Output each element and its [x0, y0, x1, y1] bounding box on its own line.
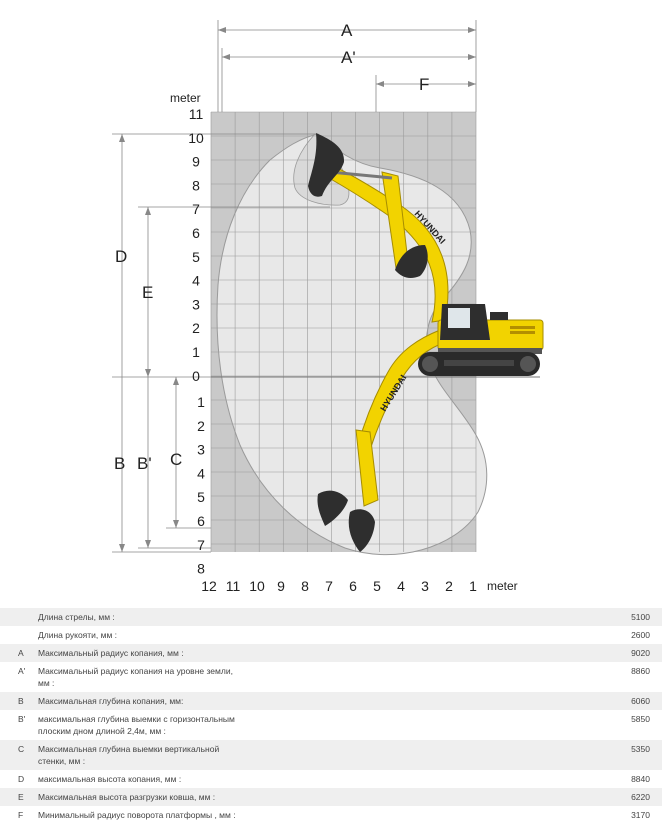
spec-value: 5100 — [631, 612, 650, 622]
spec-row: C Максимальная глубина выемки вертикально… — [0, 740, 662, 770]
dim-label-b-prime: B' — [137, 454, 152, 473]
spec-value: 5350 — [631, 744, 650, 754]
dim-label-b: B — [114, 454, 125, 473]
x-axis-unit: meter — [487, 579, 518, 593]
spec-row: A' Максимальный радиус копания на уровне … — [0, 662, 662, 692]
y-tick-label: 9 — [192, 154, 200, 170]
y-axis-unit: meter — [170, 91, 201, 105]
y-tick-label: 2 — [192, 320, 200, 336]
x-tick-label: 12 — [201, 578, 217, 594]
y-tick-label: 3 — [192, 296, 200, 312]
spec-name: Максимальный радиус копания на уровне зе… — [38, 666, 233, 688]
spec-code: A' — [18, 666, 26, 676]
spec-row: B' максимальная глубина выемки с горизонт… — [0, 710, 662, 740]
spec-value: 2600 — [631, 630, 650, 640]
spec-row: E Максимальная высота разгрузки ковша, мм… — [0, 788, 662, 806]
spec-code: F — [18, 810, 24, 820]
dim-label-e: E — [142, 283, 153, 302]
spec-name: Длина стрелы, мм : — [38, 612, 115, 622]
spec-row: F Минимальный радиус поворота платформы ,… — [0, 806, 662, 824]
x-tick-label: 10 — [249, 578, 265, 594]
y-tick-label: 10 — [188, 130, 204, 146]
raised-arm: HYUNDAI — [308, 133, 449, 323]
x-tick-label: 5 — [373, 578, 381, 594]
y-tick-label: 4 — [192, 273, 200, 289]
dimension-lines — [112, 20, 477, 553]
grid-lines — [210, 111, 477, 552]
dim-label-c: C — [170, 450, 182, 469]
spec-name: Минимальный радиус поворота платформы , … — [38, 810, 236, 820]
x-tick-label: 8 — [301, 578, 309, 594]
x-tick-label: 1 — [469, 578, 477, 594]
spec-row: A Максимальный радиус копания, мм : 9020 — [0, 644, 662, 662]
excavator-body — [418, 304, 544, 376]
y-tick-label: 5 — [197, 489, 205, 505]
dim-label-f: F — [419, 75, 429, 94]
x-tick-label: 3 — [421, 578, 429, 594]
y-tick-label: 7 — [197, 537, 205, 553]
dim-label-a-prime: A' — [341, 48, 356, 67]
spec-value: 3170 — [631, 810, 650, 820]
x-tick-label: 9 — [277, 578, 285, 594]
y-tick-label: 5 — [192, 249, 200, 265]
y-tick-label: 7 — [192, 201, 200, 217]
y-tick-label: 0 — [192, 368, 200, 384]
y-tick-label: 11 — [189, 106, 204, 122]
spec-name: максимальная высота копания, мм : — [38, 774, 182, 784]
y-tick-label: 4 — [197, 465, 205, 481]
spec-row: Длина стрелы, мм : 5100 — [0, 608, 662, 626]
spec-code: B — [18, 696, 24, 706]
spec-code: B' — [18, 714, 26, 724]
y-tick-label: 1 — [192, 344, 200, 360]
spec-name: Длина рукояти, мм : — [38, 630, 118, 640]
spec-code: A — [18, 648, 24, 658]
spec-value: 6060 — [631, 696, 650, 706]
x-tick-label: 11 — [226, 578, 241, 594]
y-tick-label: 6 — [192, 225, 200, 241]
y-tick-label: 8 — [192, 177, 200, 193]
spec-value: 5850 — [631, 714, 650, 724]
spec-code: E — [18, 792, 24, 802]
dimension-arrows — [119, 27, 476, 552]
x-tick-label: 7 — [325, 578, 333, 594]
y-tick-label: 2 — [197, 418, 205, 434]
spec-name: Максимальная высота разгрузки ковша, мм … — [38, 792, 216, 802]
spec-value: 9020 — [631, 648, 650, 658]
spec-name: Максимальная глубина копания, мм: — [38, 696, 184, 706]
spec-code: D — [18, 774, 25, 784]
spec-name: Максимальная глубина выемки вертикальной… — [38, 744, 220, 766]
x-tick-label: 4 — [397, 578, 405, 594]
spec-name: Максимальный радиус копания, мм : — [38, 648, 184, 658]
x-tick-label: 6 — [349, 578, 357, 594]
spec-value: 8860 — [631, 666, 650, 676]
spec-code: C — [18, 744, 25, 754]
x-tick-label: 2 — [445, 578, 453, 594]
spec-row: Длина рукояти, мм : 2600 — [0, 626, 662, 644]
dim-label-a: A — [341, 21, 353, 40]
y-tick-label: 6 — [197, 513, 205, 529]
spec-value: 8840 — [631, 774, 650, 784]
y-tick-label: 3 — [197, 442, 205, 458]
spec-name: максимальная глубина выемки с горизонтал… — [38, 714, 235, 736]
spec-value: 6220 — [631, 792, 650, 802]
y-tick-label: 1 — [197, 394, 205, 410]
y-tick-label: 8 — [197, 561, 205, 577]
spec-row: B Максимальная глубина копания, мм: 6060 — [0, 692, 662, 710]
dim-label-d: D — [115, 247, 127, 266]
working-range-diagram: A A' F D E B B' C meter meter 1110987654… — [112, 20, 544, 594]
